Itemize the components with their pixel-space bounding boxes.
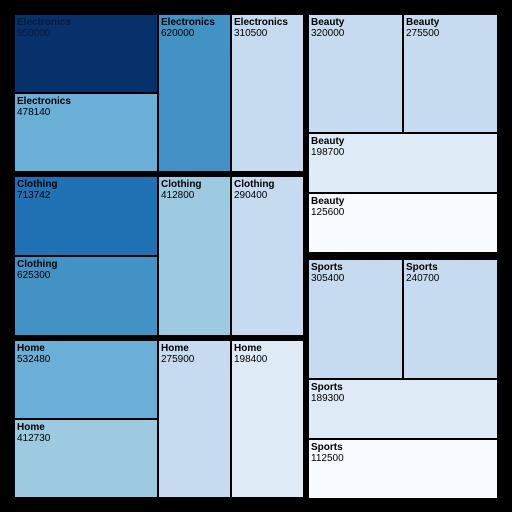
treemap-cell-value: 412800 [161, 190, 195, 201]
treemap-cell-value: 189300 [311, 393, 345, 404]
treemap-cell-label: Clothing [161, 179, 202, 190]
treemap-cell-rect [402, 258, 499, 380]
group-electronics: Electronics950000Electronics478140Electr… [12, 12, 305, 173]
treemap-cell-value: 412730 [17, 433, 51, 444]
treemap-cell-value: 125600 [311, 207, 345, 218]
treemap-cell-rect [307, 378, 499, 440]
treemap-cell-rect [230, 13, 305, 173]
treemap-cell-value: 713742 [17, 190, 51, 201]
treemap-cell-rect [230, 175, 305, 337]
treemap-cell-value: 620000 [161, 28, 195, 39]
treemap-cell-label: Electronics [234, 17, 288, 28]
treemap-cell-label: Clothing [234, 179, 275, 190]
treemap-cell-label: Sports [406, 262, 438, 273]
treemap-cell-value: 320000 [311, 28, 345, 39]
treemap-cell-value: 198700 [311, 147, 345, 158]
treemap-cell-rect [157, 175, 232, 337]
treemap-cell-label: Electronics [161, 17, 215, 28]
treemap-cell-label: Home [161, 343, 189, 354]
treemap-cell-rect [307, 192, 499, 254]
treemap-cell-rect [13, 418, 159, 499]
treemap-cell-rect [13, 339, 159, 420]
treemap-cell-rect [307, 438, 499, 500]
treemap-cell-value: 112500 [311, 453, 344, 464]
treemap-cell-label: Beauty [311, 136, 345, 147]
treemap-cell-rect [13, 13, 159, 94]
treemap-cell-label: Sports [311, 262, 343, 273]
treemap-cell-value: 290400 [234, 190, 268, 201]
group-clothing: Clothing713742Clothing625300Clothing4128… [12, 174, 305, 337]
treemap-cell-rect [307, 258, 404, 380]
treemap-cell-rect [157, 339, 232, 499]
treemap-cell-label: Clothing [17, 259, 58, 270]
treemap-cell-label: Electronics [17, 96, 71, 107]
treemap-cell-value: 310500 [234, 28, 268, 39]
treemap-cell-label: Beauty [311, 17, 345, 28]
treemap-cell-value: 478140 [17, 107, 51, 118]
treemap-cell-label: Sports [311, 382, 343, 393]
treemap-cell-label: Beauty [406, 17, 440, 28]
treemap-cell-label: Sports [311, 442, 343, 453]
group-sports: Sports305400Sports240700Sports189300Spor… [306, 257, 500, 500]
treemap-cell-rect [230, 339, 305, 499]
treemap-cell-value: 240700 [406, 273, 440, 284]
treemap-cell-label: Home [234, 343, 262, 354]
treemap-cell-label: Home [17, 422, 45, 433]
treemap-cell-value: 625300 [17, 270, 51, 281]
treemap-cell-rect [13, 255, 159, 337]
treemap-cell-value: 950000 [17, 28, 51, 39]
treemap-cell-value: 275500 [406, 28, 440, 39]
group-beauty: Beauty320000Beauty275500Beauty198700Beau… [306, 12, 500, 255]
treemap-cell-rect [157, 13, 232, 173]
treemap-cell-label: Electronics [17, 17, 71, 28]
treemap-cell-value: 275900 [161, 354, 195, 365]
treemap-cell-label: Home [17, 343, 45, 354]
treemap-cell-label: Beauty [311, 196, 345, 207]
treemap-cell-value: 198400 [234, 354, 268, 365]
treemap-cell-rect [13, 175, 159, 257]
treemap-cell-value: 532480 [17, 354, 51, 365]
treemap-cell-rect [13, 92, 159, 173]
treemap-cell-label: Clothing [17, 179, 58, 190]
treemap-cell-value: 305400 [311, 273, 345, 284]
